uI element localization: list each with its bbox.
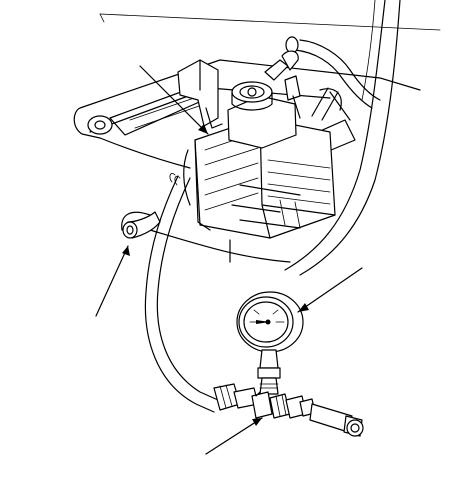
- callout-line-top: [99, 13, 105, 23]
- test-hose: [144, 175, 219, 413]
- callout-line-hose-stub: [95, 245, 129, 317]
- hose-stub-left: [122, 211, 161, 239]
- callout-lines: [95, 13, 363, 455]
- callout-line-gauge: [297, 267, 363, 313]
- callout-line-canister: [139, 65, 209, 135]
- canister-assembly: [169, 50, 336, 239]
- outlet-hose: [309, 403, 364, 437]
- callout-arrow-hose-stub: [122, 246, 130, 256]
- callout-arrow-t-fitting: [252, 418, 262, 426]
- t-fitting: [213, 383, 316, 419]
- callout-arrow-canister: [198, 124, 208, 134]
- callout-line-t-fitting: [205, 417, 263, 455]
- pressure-gauge: [236, 291, 304, 395]
- callout-arrow-gauge: [298, 303, 309, 312]
